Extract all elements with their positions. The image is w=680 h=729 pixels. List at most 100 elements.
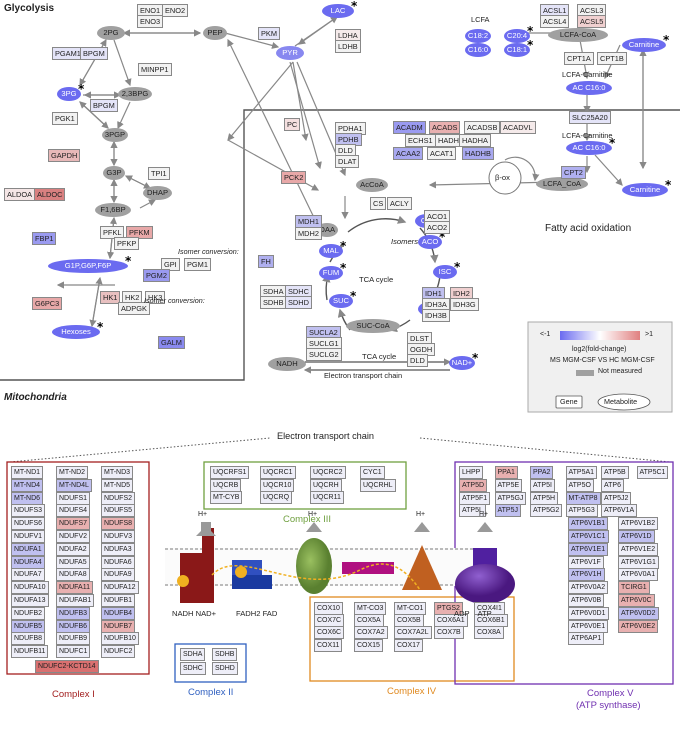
complex-i-gene-ndufb11[interactable]: NDUFB11	[11, 645, 49, 659]
complex-v-gene-atp5d[interactable]: ATP5D	[459, 478, 488, 492]
gene-acsl5[interactable]: ACSL5	[577, 15, 607, 28]
complex-v-gene-atp6v0c[interactable]: ATP6V0C	[618, 594, 655, 607]
complex-v-gene-atp6v1d[interactable]: ATP6V1D	[618, 530, 655, 543]
gene-pgk1[interactable]: PGK1	[52, 112, 78, 125]
complex-i-gene-ndufa3[interactable]: NDUFA3	[101, 542, 135, 556]
complex-v-gene-atp5a1[interactable]: ATP5A1	[565, 466, 598, 479]
complex-v-gene-mt-atp8[interactable]: MT-ATP8	[565, 491, 601, 505]
gene-g6pc3[interactable]: G6PC3	[32, 297, 63, 310]
complex-iii-gene-uqcrq[interactable]: UQCRQ	[260, 491, 293, 504]
complex-iv-gene-cox15[interactable]: COX15	[354, 638, 383, 652]
complex-iv-gene-cox10[interactable]: COX10	[314, 602, 343, 615]
complex-iv-gene-cox7a2[interactable]: COX7A2	[354, 626, 388, 640]
complex-i-gene-ndufa6[interactable]: NDUFA6	[101, 555, 135, 569]
metabolite-suc-coa[interactable]: SUC-CoA	[346, 319, 400, 333]
complex-i-gene-ndufb1[interactable]: NDUFB1	[101, 594, 136, 607]
complex-i-gene-ndufb10[interactable]: NDUFB10	[101, 632, 139, 646]
gene-sdhb[interactable]: SDHB	[260, 296, 287, 309]
gene-pfkp[interactable]: PFKP	[114, 237, 140, 250]
metabolite-lac[interactable]: LAC	[322, 4, 354, 18]
complex-i-gene-ndufc2[interactable]: NDUFC2	[101, 645, 136, 659]
complex-i-gene-ndufa2[interactable]: NDUFA2	[56, 542, 90, 556]
complex-ii-gene-sdha[interactable]: SDHA	[180, 648, 206, 661]
complex-i-gene-ndufa4[interactable]: NDUFA4	[11, 555, 45, 569]
complex-v-gene-atp6ap1[interactable]: ATP6AP1	[568, 632, 605, 646]
complex-i-gene-ndufa7[interactable]: NDUFA7	[11, 568, 45, 582]
complex-i-gene-ndufb6[interactable]: NDUFB6	[56, 619, 91, 633]
gene-echs1[interactable]: ECHS1	[405, 134, 436, 147]
gene-acat1[interactable]: ACAT1	[427, 147, 457, 160]
gene-bpgm[interactable]: BPGM	[90, 99, 118, 112]
gene-ldhb[interactable]: LDHB	[335, 40, 361, 53]
complex-v-gene-atp6[interactable]: ATP6	[601, 478, 624, 492]
gene-eno3[interactable]: ENO3	[137, 15, 164, 28]
gene-minpp1[interactable]: MINPP1	[138, 63, 172, 76]
complex-v-gene-atp6v0d2[interactable]: ATP6V0D2	[618, 606, 659, 620]
gene-hk1[interactable]: HK1	[100, 291, 121, 304]
gene-sdhd[interactable]: SDHD	[285, 296, 312, 309]
complex-v-gene-atp6v1f[interactable]: ATP6V1F	[568, 555, 604, 569]
complex-iv-gene-cox7b[interactable]: COX7B	[434, 626, 464, 640]
complex-iii-gene-uqcrhl[interactable]: UQCRHL	[360, 478, 396, 492]
complex-v-gene-atp5o[interactable]: ATP5O	[565, 478, 594, 492]
complex-i-gene-ndufa1[interactable]: NDUFA1	[11, 542, 45, 556]
complex-v-gene-atp6v0b[interactable]: ATP6V0B	[568, 594, 605, 607]
gene-acsl4[interactable]: ACSL4	[540, 15, 570, 28]
complex-i-gene-ndufa9[interactable]: NDUFA9	[101, 568, 135, 582]
complex-v-gene-tcirg1[interactable]: TCIRG1	[618, 581, 650, 595]
complex-v-gene-atp6v1c1[interactable]: ATP6V1C1	[568, 530, 609, 543]
metabolite-lcfa-coa[interactable]: LCFA-CoA	[548, 28, 608, 42]
gene-pck2[interactable]: PCK2	[281, 171, 307, 184]
complex-i-gene-ndufb3[interactable]: NDUFB3	[56, 606, 91, 620]
complex-v-gene-atp5f1[interactable]: ATP5F1	[459, 491, 491, 505]
complex-i-gene-ndufv2[interactable]: NDUFV2	[56, 530, 91, 543]
complex-i-gene-mt-nd2[interactable]: MT-ND2	[56, 466, 89, 479]
gene-pdha1[interactable]: PDHA1	[335, 122, 366, 135]
complex-v-gene-atp5gj[interactable]: ATP5GJ	[494, 491, 527, 505]
complex-ii-gene-sdhc[interactable]: SDHC	[180, 662, 206, 675]
complex-v-gene-atp5c1[interactable]: ATP5C1	[636, 466, 669, 479]
metabolite-c18-2[interactable]: C18:2	[465, 29, 491, 43]
complex-i-gene-ndufb7[interactable]: NDUFB7	[101, 619, 136, 633]
gene-acadvl[interactable]: ACADVL	[500, 121, 536, 134]
complex-i-gene-ndufv3[interactable]: NDUFV3	[101, 530, 136, 543]
complex-v-gene-atp6v0a2[interactable]: ATP6V0A2	[568, 581, 609, 595]
complex-iv-gene-mt-co1[interactable]: MT-CO1	[394, 602, 427, 615]
complex-iii-gene-uqcr11[interactable]: UQCR11	[310, 491, 344, 504]
complex-i-gene-ndufs2[interactable]: NDUFS2	[101, 491, 136, 505]
complex-v-gene-lhpp[interactable]: LHPP	[459, 466, 484, 479]
gene-pgam1[interactable]: PGAM1	[52, 47, 84, 60]
complex-i-gene-ndufa10[interactable]: NDUFA10	[11, 581, 49, 595]
gene-acaa2[interactable]: ACAA2	[393, 147, 424, 160]
complex-v-gene-atp6v0a1[interactable]: ATP6V0A1	[618, 568, 659, 582]
gene-acadsb[interactable]: ACADSB	[464, 121, 501, 134]
gene-acly[interactable]: ACLY	[387, 197, 412, 210]
metabolite-dhap[interactable]: DHAP	[143, 186, 172, 200]
gene-eno2[interactable]: ENO2	[162, 4, 189, 17]
complex-iii-gene-uqcrc2[interactable]: UQCRC2	[310, 466, 346, 479]
gene-cs[interactable]: CS	[370, 197, 387, 210]
metabolite-nadh[interactable]: NADH	[268, 357, 306, 371]
complex-iii-gene-mt-cyb[interactable]: MT-CYB	[210, 491, 243, 504]
complex-v-gene-atp6v1a[interactable]: ATP6V1A	[601, 504, 638, 518]
complex-i-gene-ndufb9[interactable]: NDUFB9	[56, 632, 91, 646]
gene-dld[interactable]: DLD	[407, 354, 428, 367]
gene-aco2[interactable]: ACO2	[424, 221, 451, 234]
complex-i-gene-ndufc2-kctd14[interactable]: NDUFC2-KCTD14	[35, 660, 99, 673]
complex-ii-gene-sdhb[interactable]: SDHB	[212, 648, 238, 661]
gene-dld[interactable]: DLD	[335, 144, 356, 157]
metabolite-pyr[interactable]: PYR	[276, 46, 304, 60]
gene-fh[interactable]: FH	[258, 255, 274, 268]
complex-iv-gene-cox5b[interactable]: COX5B	[394, 614, 424, 628]
complex-iii-gene-uqcrh[interactable]: UQCRH	[310, 478, 342, 492]
gene-fbp1[interactable]: FBP1	[32, 232, 57, 245]
complex-v-gene-atp6v1b1[interactable]: ATP6V1B1	[568, 517, 609, 531]
metabolite-hexoses[interactable]: Hexoses	[52, 325, 100, 339]
complex-ii-gene-sdhd[interactable]: SDHD	[212, 662, 238, 675]
gene-pc[interactable]: PC	[284, 118, 301, 131]
complex-i-gene-ndufa13[interactable]: NDUFA13	[11, 594, 49, 607]
complex-v-gene-atp6v1b2[interactable]: ATP6V1B2	[618, 517, 659, 531]
metabolite-lcfa-coa[interactable]: LCFA_CoA	[536, 177, 588, 191]
metabolite-pep[interactable]: PEP	[203, 26, 227, 40]
complex-v-gene-ppa1[interactable]: PPA1	[494, 466, 518, 479]
